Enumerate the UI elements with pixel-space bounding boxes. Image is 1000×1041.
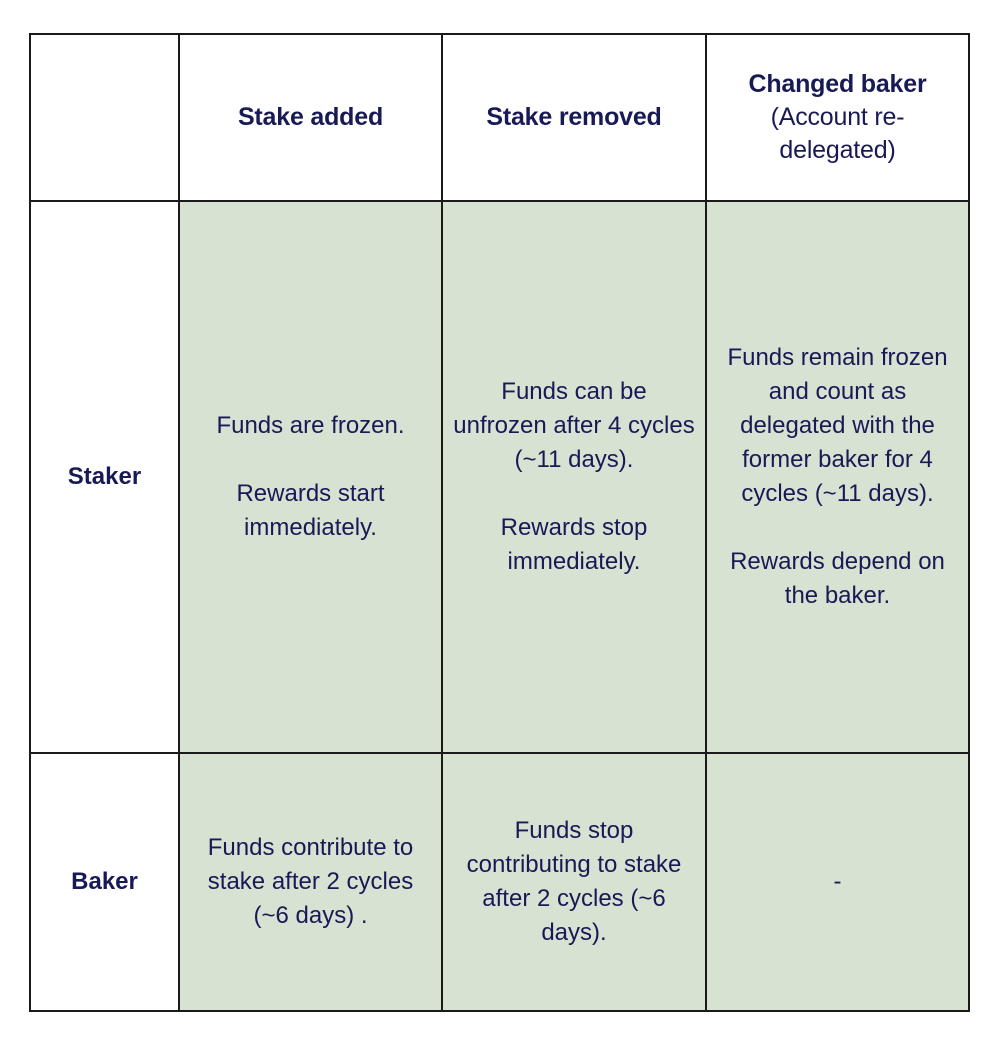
cell-paragraph: Funds are frozen. [216,411,405,439]
cell-paragraph: Funds can be unfrozen after 4 cycles (~1… [453,377,695,473]
cell-paragraph: - [833,867,842,895]
table-container: Stake added Stake removed Changed baker … [29,33,970,1012]
cell-paragraph: Funds contribute to stake after 2 cycles… [207,833,414,930]
table-header-row: Stake added Stake removed Changed baker … [29,33,970,202]
cell-paragraph: Rewards stop immediately. [500,514,648,576]
cell-staker-stake-added: Funds are frozen. Rewards start immediate… [178,200,443,754]
table-header: Stake added Stake removed Changed baker … [29,33,970,202]
column-header-stake-removed-label: Stake removed [486,103,662,131]
cell-staker-stake-removed: Funds can be unfrozen after 4 cycles (~1… [441,200,707,754]
table-corner-cell [29,33,180,202]
column-header-stake-added: Stake added [178,33,443,202]
column-header-changed-baker-sublabel: (Account re-delegated) [770,103,905,164]
cell-baker-stake-added: Funds contribute to stake after 2 cycles… [178,752,443,1012]
row-header-staker: Staker [29,200,180,754]
staking-comparison-table: Stake added Stake removed Changed baker … [29,33,970,1012]
cell-staker-changed-baker: Funds remain frozen and count as delegat… [705,200,970,754]
table-row-staker: Staker Funds are frozen. Rewards start im… [29,200,970,754]
cell-paragraph: Funds stop contributing to stake after 2… [466,816,682,947]
cell-paragraph: Funds remain frozen and count as delegat… [727,343,948,507]
column-header-changed-baker: Changed baker (Account re-delegated) [705,33,970,202]
column-header-stake-added-label: Stake added [237,103,384,131]
table-row-baker: Baker Funds contribute to stake after 2 … [29,752,970,1012]
column-header-stake-removed: Stake removed [441,33,707,202]
row-header-baker: Baker [29,752,180,1012]
column-header-changed-baker-label: Changed baker [748,70,927,98]
table-body: Staker Funds are frozen. Rewards start im… [29,200,970,1012]
cell-paragraph: Rewards start immediately. [236,480,385,542]
cell-baker-stake-removed: Funds stop contributing to stake after 2… [441,752,707,1012]
cell-paragraph: Rewards depend on the baker. [730,548,945,610]
cell-baker-changed-baker: - [705,752,970,1012]
